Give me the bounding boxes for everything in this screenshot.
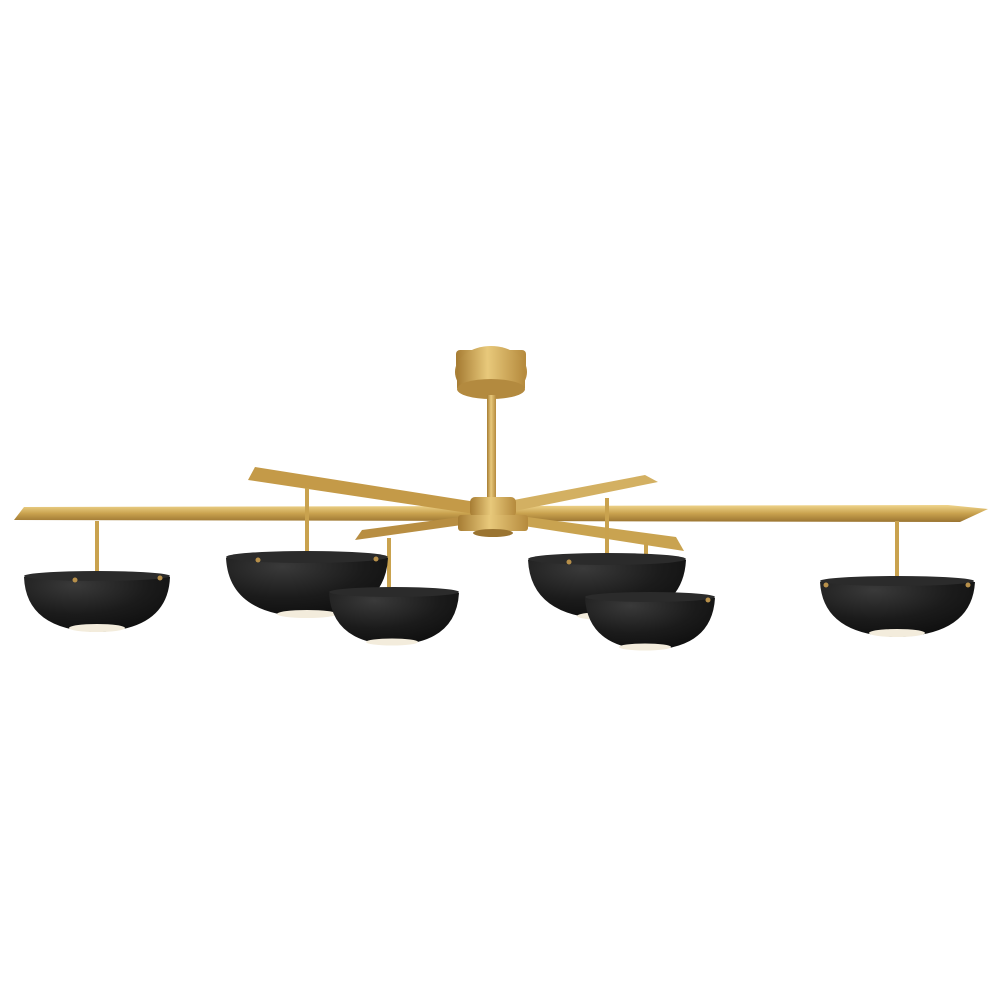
downrod (487, 395, 496, 503)
shade-5 (585, 592, 715, 651)
shade-3 (329, 587, 459, 646)
canopy (455, 346, 527, 399)
shade-1 (24, 571, 170, 632)
radiating-arms (248, 467, 684, 551)
center-hub (458, 497, 528, 537)
shade-6 (820, 576, 975, 637)
